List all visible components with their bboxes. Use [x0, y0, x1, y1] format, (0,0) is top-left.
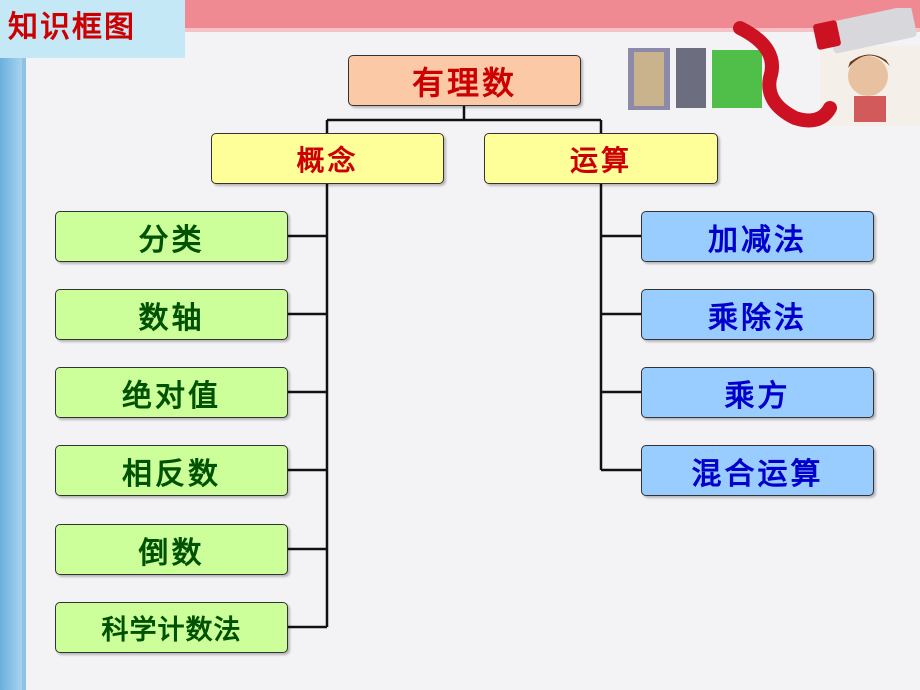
paint-tube-shape	[828, 8, 917, 54]
operation-node: 乘除法	[641, 289, 874, 340]
concept-node: 相反数	[55, 445, 288, 496]
operation-node: 加减法	[641, 211, 874, 262]
concept-node: 倒数	[55, 524, 288, 575]
header-band	[185, 0, 920, 28]
header-stripe	[185, 28, 920, 32]
green-panel-shape	[712, 50, 762, 108]
concept-node: 绝对值	[55, 367, 288, 418]
title-tag: 知识框图	[0, 0, 185, 58]
slide-title: 知识框图	[8, 10, 136, 45]
concept-node: 科学计数法	[55, 602, 288, 653]
operation-node: 混合运算	[641, 445, 874, 496]
decorative-illustration	[628, 8, 920, 128]
concept-node: 数轴	[55, 289, 288, 340]
left-band	[0, 0, 22, 690]
root-node: 有理数	[348, 55, 581, 106]
paint-stroke-shape	[733, 21, 837, 128]
category-operations: 运算	[484, 133, 718, 184]
operation-node: 乘方	[641, 367, 874, 418]
left-stripe	[22, 58, 26, 690]
concept-node: 分类	[55, 211, 288, 262]
category-concepts: 概念	[211, 133, 444, 184]
